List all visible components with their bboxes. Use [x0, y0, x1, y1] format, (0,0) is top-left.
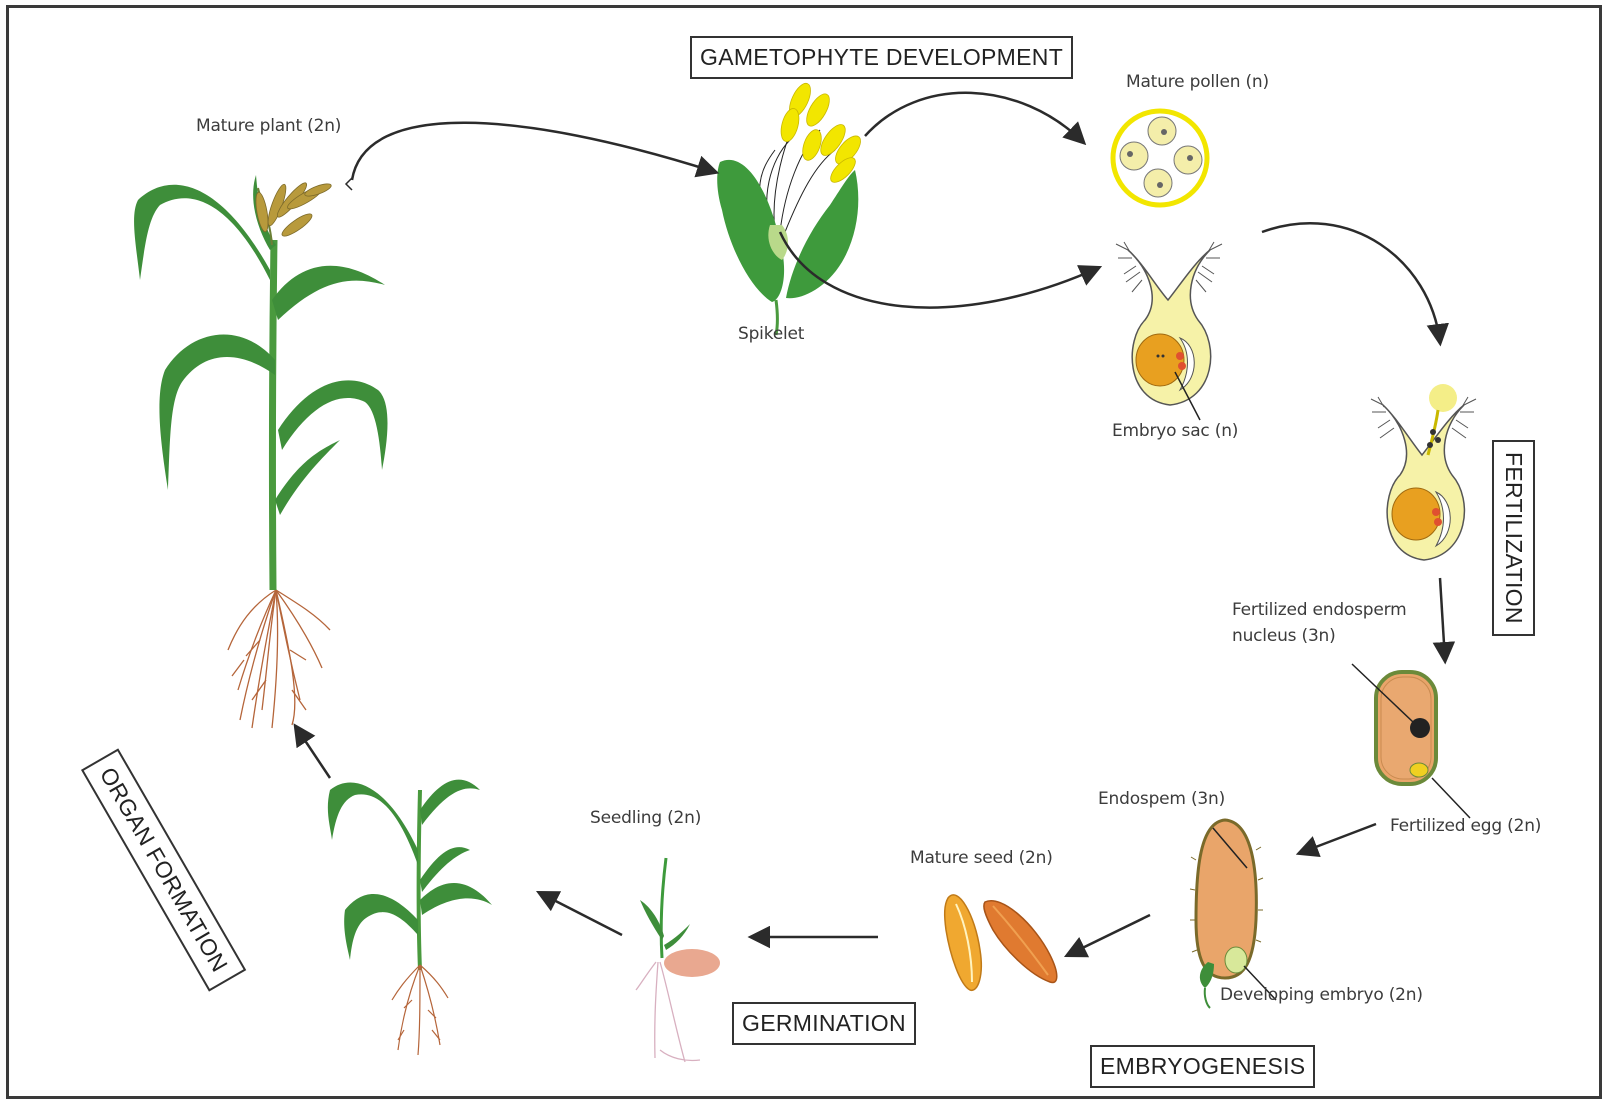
- spikelet-illustration: [717, 80, 865, 335]
- label-mature-pollen: Mature pollen (n): [1126, 72, 1269, 92]
- stage-gametophyte-development: GAMETOPHYTE DEVELOPMENT: [690, 36, 1073, 79]
- label-seedling: Seedling (2n): [590, 808, 701, 828]
- cycle-arrows: [296, 93, 1445, 955]
- mature-plant-illustration: [134, 175, 387, 728]
- label-fertilized-endosperm-line1: Fertilized endosperm: [1232, 600, 1407, 620]
- arrow-seed-to-grain: [1300, 824, 1376, 853]
- label-embryo-sac: Embryo sac (n): [1112, 421, 1238, 441]
- spikelet-anthers: [778, 80, 865, 186]
- developing-embryo: [1225, 947, 1247, 973]
- pollen-illustration: [1113, 111, 1207, 205]
- arrow-ovule-to-fertilization: [1262, 223, 1440, 342]
- pollen-tube-grain: [1429, 384, 1457, 412]
- label-mature-seed: Mature seed (2n): [910, 848, 1053, 868]
- seedling-roots: [636, 962, 700, 1062]
- developing-grain-illustration: [1190, 820, 1276, 1008]
- stage-fertilization: FERTILIZATION: [1492, 440, 1535, 636]
- fertilization-ovule-illustration: [1371, 384, 1476, 560]
- ovule-illustration: [1116, 242, 1222, 420]
- label-mature-plant: Mature plant (2n): [196, 116, 341, 136]
- mature-seeds-illustration: [945, 895, 1057, 990]
- mature-plant-stem: [272, 240, 274, 590]
- mature-plant-roots: [228, 590, 330, 728]
- fertilized-seed-illustration: [1352, 664, 1470, 818]
- label-developing-embryo: Developing embryo (2n): [1220, 985, 1423, 1005]
- seedling-grain: [664, 949, 720, 977]
- arrow-seedling-to-young-plant: [540, 893, 622, 935]
- arrow-plant-to-spikelet: [352, 123, 715, 180]
- label-fertilized-egg: Fertilized egg (2n): [1390, 816, 1541, 836]
- stage-embryogenesis: EMBRYOGENESIS: [1090, 1045, 1315, 1088]
- young-plant-roots: [392, 965, 448, 1055]
- stage-germination: GERMINATION: [732, 1002, 916, 1045]
- young-plant-illustration: [328, 780, 492, 1055]
- arrow-grain-to-mature-seed: [1068, 915, 1150, 955]
- label-spikelet: Spikelet: [738, 324, 804, 344]
- arrow-young-plant-to-mature: [296, 727, 330, 778]
- arrow-fertilization-to-seed: [1440, 578, 1445, 660]
- arrow-spikelet-to-pollen: [865, 93, 1083, 142]
- seedling-illustration: [636, 858, 720, 1062]
- ovule-stigma-hairs: [1116, 242, 1222, 292]
- embryo-sac: [1136, 334, 1184, 386]
- fertilized-egg: [1410, 763, 1428, 777]
- label-endosperm: Endospem (3n): [1098, 789, 1225, 809]
- label-fertilized-endosperm-line2: nucleus (3n): [1232, 626, 1336, 646]
